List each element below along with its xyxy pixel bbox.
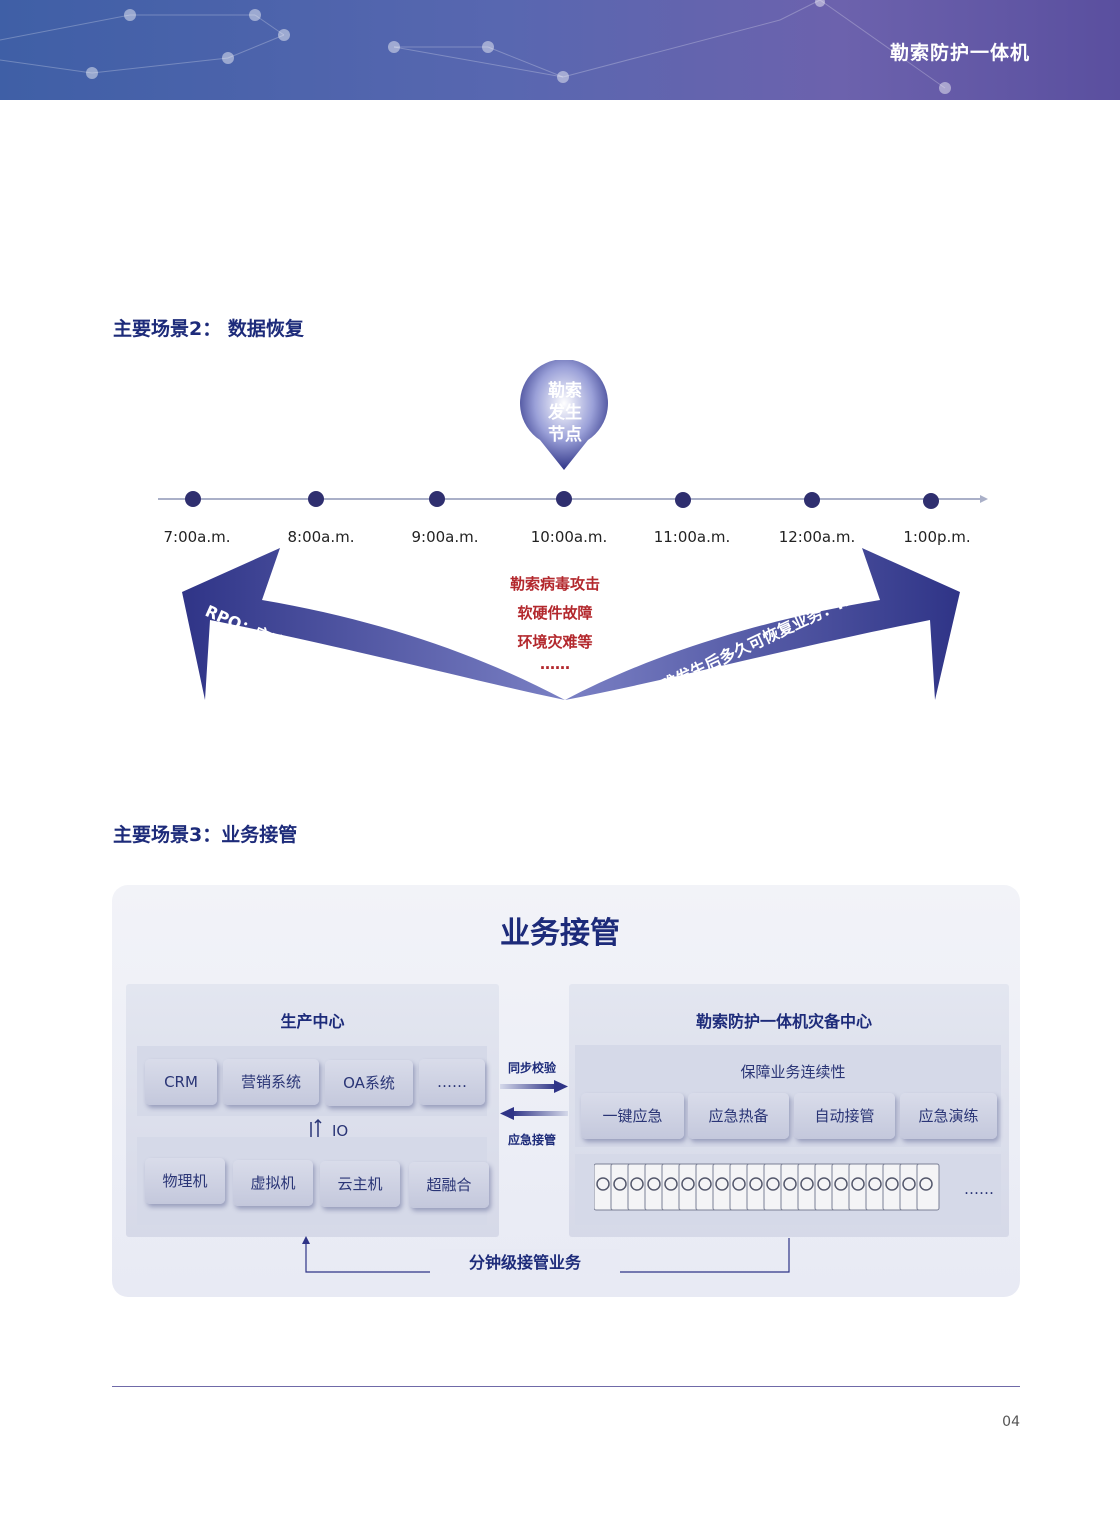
disk-platter [851, 1177, 865, 1191]
disk-platter [596, 1177, 610, 1191]
disk-platter [732, 1177, 746, 1191]
host-chip: 云主机 [320, 1161, 400, 1207]
cause-item: 环境灾难等 [517, 633, 593, 651]
pin-marker [520, 360, 608, 470]
disk-platter [749, 1177, 763, 1191]
disk-platter [834, 1177, 848, 1191]
disk-platter [817, 1177, 831, 1191]
bottom-label: 分钟级接管业务 [430, 1249, 620, 1273]
pin-label-line: 勒索 [548, 380, 582, 401]
rto-label: 灾难发生后多久可恢复业务：RTO [644, 581, 873, 701]
page-header: 勒索防护一体机 [0, 0, 1120, 100]
feature-chip: 自动接管 [794, 1093, 895, 1139]
page-number: 04 [1002, 1414, 1020, 1430]
left-arrow [182, 548, 565, 700]
timeline-node [185, 491, 201, 507]
app-chip: 营销系统 [223, 1059, 319, 1105]
host-chip: 超融合 [409, 1162, 489, 1208]
pin-label-line: 节点 [548, 424, 582, 445]
cause-item: 勒索病毒攻击 [509, 575, 600, 593]
feature-chip: 应急热备 [688, 1093, 789, 1139]
disk-platter [885, 1177, 899, 1191]
app-chip: …… [419, 1059, 485, 1105]
network-pattern [0, 0, 951, 94]
sync-label: 同步校验 [508, 1061, 557, 1075]
rpo-rto-diagram: 勒索 发生 节点 RPO：灾难发生后丢失多少数据 灾难发生后多久可恢复业务：RT… [158, 360, 988, 712]
timeline-node [804, 492, 820, 508]
host-chip: 物理机 [145, 1158, 225, 1204]
timeline-node [429, 491, 445, 507]
sync-arrows [500, 1080, 568, 1120]
panel-title: 业务接管 [500, 916, 620, 951]
time-label: 8:00a.m. [287, 528, 355, 546]
scene3-title: 主要场景3：业务接管 [113, 824, 298, 846]
disk-platter [766, 1177, 780, 1191]
io-label: IO [332, 1122, 349, 1140]
timeline-node [556, 491, 572, 507]
disk-platter [715, 1177, 729, 1191]
backup-title: 勒索防护一体机灾备中心 [695, 1012, 872, 1031]
disk-platter [902, 1177, 916, 1191]
disk-platter [630, 1177, 644, 1191]
disk-icon [916, 1163, 940, 1211]
time-label: 9:00a.m. [411, 528, 479, 546]
app-chip: OA系统 [325, 1060, 413, 1106]
disk-platter [664, 1177, 678, 1191]
app-chip: CRM [145, 1059, 217, 1105]
pin-label-line: 发生 [547, 402, 582, 423]
production-title: 生产中心 [280, 1012, 345, 1031]
feature-chip: 应急演练 [900, 1093, 997, 1139]
disk-platter [783, 1177, 797, 1191]
feature-chip: 一键应急 [581, 1093, 684, 1139]
disk-platter [800, 1177, 814, 1191]
disk-platter [919, 1177, 933, 1191]
right-arrow [565, 548, 960, 700]
scene2-title: 主要场景2： 数据恢复 [113, 318, 304, 340]
takeover-label: 应急接管 [508, 1133, 557, 1147]
host-chip: 虚拟机 [233, 1160, 313, 1206]
time-label: 1:00p.m. [903, 528, 971, 546]
cause-item: 软硬件故障 [517, 604, 593, 622]
header-title: 勒索防护一体机 [889, 42, 1030, 64]
disk-platter [681, 1177, 695, 1191]
timeline-node [308, 491, 324, 507]
timeline-node [923, 493, 939, 509]
disk-array-icon [594, 1163, 940, 1211]
time-label: 10:00a.m. [530, 528, 608, 546]
disk-platter [698, 1177, 712, 1191]
time-label: 7:00a.m. [163, 528, 231, 546]
footer-divider [112, 1386, 1020, 1387]
time-label: 11:00a.m. [653, 528, 731, 546]
backup-subtitle: 保障业务连续性 [740, 1063, 846, 1081]
storage-ellipsis: …… [964, 1180, 994, 1198]
disk-platter [868, 1177, 882, 1191]
time-label: 12:00a.m. [778, 528, 856, 546]
cause-item: …… [540, 655, 570, 673]
disk-platter [613, 1177, 627, 1191]
timeline-node [675, 492, 691, 508]
disk-platter [647, 1177, 661, 1191]
